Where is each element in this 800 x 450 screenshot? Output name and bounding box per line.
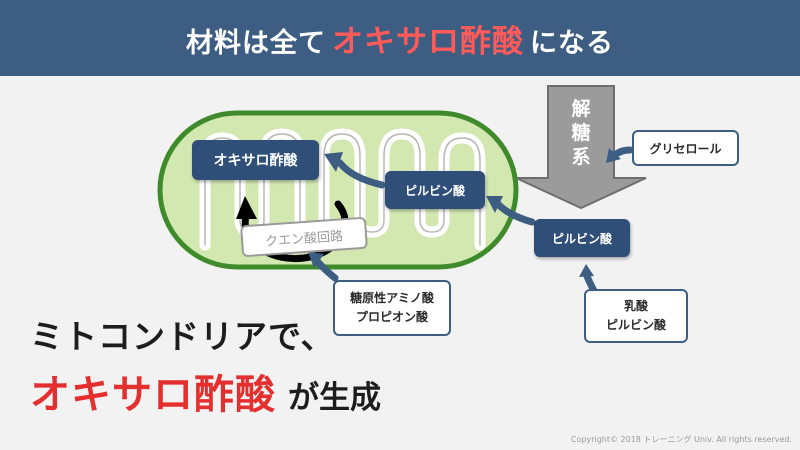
glycolysis-char: 系 — [571, 146, 591, 168]
glycolysis-char: 解 — [571, 98, 591, 120]
copyright-notice: Copyright© 2018 トレーニング Univ. All rights … — [570, 435, 792, 444]
arrow-outside-to-inside — [486, 196, 536, 226]
main-text-highlight: オキサロ酢酸 — [30, 372, 276, 418]
main-text-line2: オキサロ酢酸が生成 — [30, 362, 381, 420]
lactate-line: 乳酸 — [623, 299, 648, 313]
header-title: 材料は全てオキサロ酢酸になる — [186, 16, 614, 61]
main-text-suffix: が生成 — [288, 380, 381, 416]
glycolysis-label: 解 糖 系 — [555, 97, 607, 169]
arrow-from-amino — [308, 252, 339, 282]
propionate-line: プロピオン酸 — [355, 310, 428, 324]
main-text-line1: ミトコンドリアで、 — [30, 317, 335, 356]
pyruvate-outside-box: ピルビン酸 — [534, 219, 630, 257]
pyruvate-inside-box: ピルビン酸 — [385, 171, 485, 209]
header-suffix: になる — [530, 27, 614, 59]
header-highlight: オキサロ酢酸 — [332, 23, 524, 60]
lactate-box: 乳酸 ピルビン酸 — [584, 289, 688, 343]
glycolysis-char: 糖 — [571, 122, 591, 144]
arrow-from-glycerol — [606, 146, 634, 163]
glycolysis-arrow — [515, 85, 647, 210]
amino-acid-line: 糖原性アミノ酸 — [350, 291, 434, 305]
glycerol-box: グリセロール — [632, 130, 739, 166]
arrow-to-oxaloacetate — [324, 152, 386, 189]
header-prefix: 材料は全て — [186, 27, 326, 59]
amino-acid-box: 糖原性アミノ酸 プロピオン酸 — [333, 280, 451, 336]
lactate-pyruvate-line: ピルビン酸 — [605, 318, 666, 332]
oxaloacetate-box: オキサロ酢酸 — [192, 140, 319, 180]
header-banner: 材料は全てオキサロ酢酸になる — [0, 0, 800, 76]
